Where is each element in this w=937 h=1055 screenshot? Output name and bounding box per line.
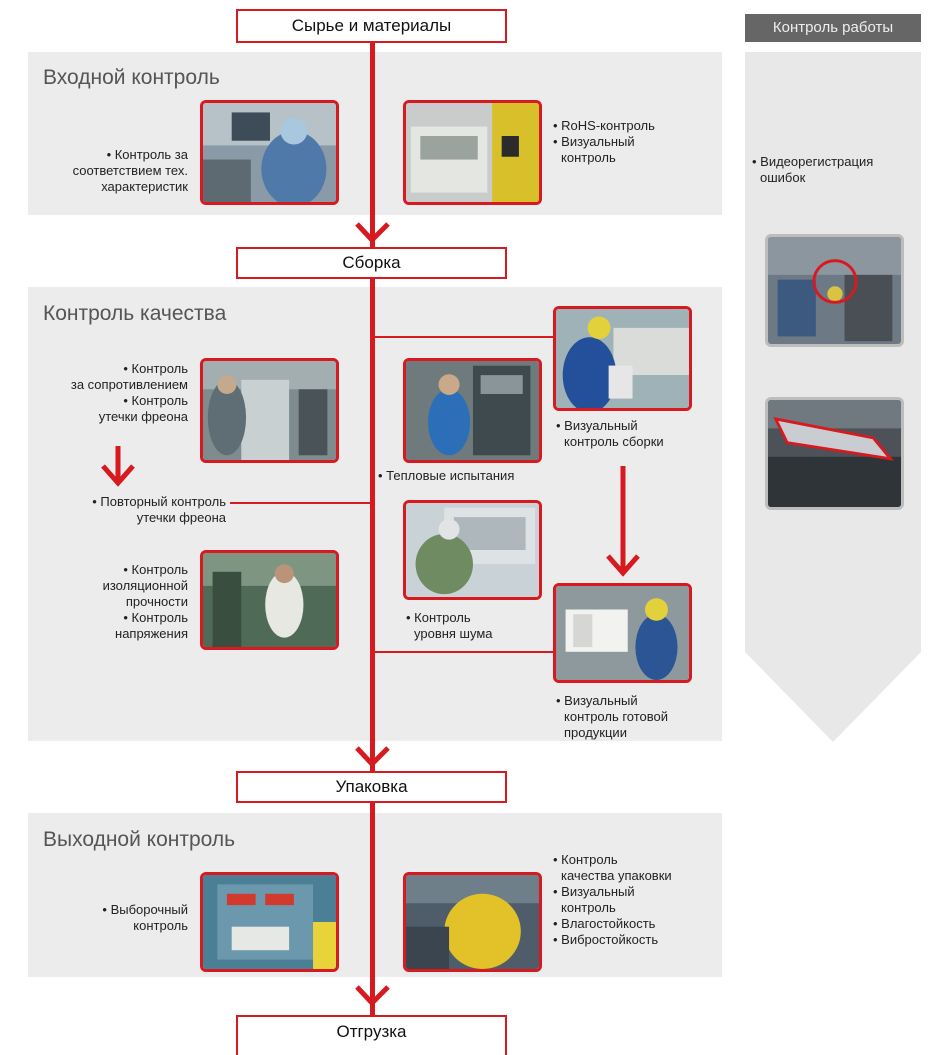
quality-title: Контроль качества bbox=[43, 302, 227, 325]
outgoing-title: Выходной контроль bbox=[43, 828, 236, 851]
arrow-to-shipping bbox=[355, 985, 390, 1007]
arrow-to-final-visual bbox=[606, 466, 640, 577]
main-flow-line bbox=[370, 40, 375, 1020]
stage-assembly: Сборка bbox=[236, 247, 507, 279]
outgoing-right-label: • Контроль качества упаковки• Визуальный… bbox=[553, 852, 672, 947]
assembly-visual-label: • Визуальный контроль сборки bbox=[556, 418, 664, 449]
video-photo-1 bbox=[765, 234, 904, 347]
stage-shipping: Отгрузка bbox=[236, 1015, 507, 1055]
arrow-to-packing bbox=[355, 746, 390, 768]
sidebar-video-label: • Видеорегистрация ошибок bbox=[752, 154, 874, 185]
thermal-label: • Тепловые испытания bbox=[378, 468, 515, 483]
incoming-title: Входной контроль bbox=[43, 66, 220, 89]
outgoing-panel bbox=[28, 813, 722, 977]
branch-to-final-visual bbox=[372, 651, 556, 653]
photo-thermal-test bbox=[403, 358, 542, 463]
branch-to-assembly-visual bbox=[372, 336, 556, 338]
branch-to-repeat-check bbox=[230, 502, 372, 504]
incoming-panel bbox=[28, 52, 722, 215]
stage-shipping-label: Отгрузка bbox=[336, 1022, 407, 1041]
stage-raw-materials: Сырье и материалы bbox=[236, 9, 507, 43]
photo-assembly-visual bbox=[553, 306, 692, 411]
stage-packing-label: Упаковка bbox=[335, 777, 408, 796]
outgoing-photo-sampling bbox=[200, 872, 339, 972]
noise-label: • Контроль уровня шума bbox=[406, 610, 493, 641]
incoming-photo-specs bbox=[200, 100, 339, 205]
photo-insulation-check bbox=[200, 550, 339, 650]
outgoing-photo-packaging bbox=[403, 872, 542, 972]
stage-packing: Упаковка bbox=[236, 771, 507, 803]
incoming-right-label: • RoHS-контроль• Визуальный контроль bbox=[553, 118, 655, 165]
stage-assembly-label: Сборка bbox=[342, 253, 401, 272]
arrow-to-assembly bbox=[355, 222, 390, 244]
sidebar-title: Контроль работы bbox=[745, 14, 921, 42]
incoming-photo-rohs bbox=[403, 100, 542, 205]
video-photo-2 bbox=[765, 397, 904, 510]
photo-final-visual bbox=[553, 583, 692, 683]
photo-resistance-check bbox=[200, 358, 339, 463]
photo-noise-check bbox=[403, 500, 542, 600]
stage-raw-label: Сырье и материалы bbox=[291, 16, 452, 35]
arrow-to-repeat-check bbox=[101, 446, 135, 487]
final-visual-label: • Визуальный контроль готовой продукции bbox=[556, 693, 669, 740]
